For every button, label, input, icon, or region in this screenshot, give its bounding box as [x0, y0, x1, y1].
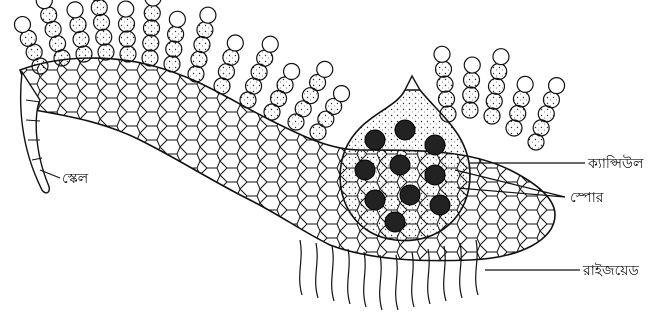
rhizoid: [316, 243, 318, 298]
spore: [355, 160, 375, 180]
filament: [142, 0, 161, 66]
spore: [365, 130, 385, 150]
capsule-label: ক্যাপ্সিউল: [587, 155, 644, 172]
filament: [462, 57, 480, 118]
spore: [365, 190, 385, 210]
spore: [425, 135, 445, 155]
filament: [484, 49, 509, 124]
spore: [395, 120, 415, 140]
filament: [528, 78, 565, 150]
filament: [188, 7, 216, 82]
scale-label: স্কেল: [62, 171, 89, 187]
filament: [506, 76, 533, 136]
filament: [214, 35, 243, 94]
filament: [118, 1, 136, 62]
rhizoid: [348, 249, 350, 304]
filament: [264, 63, 300, 120]
filament: [164, 11, 185, 72]
filament: [14, 17, 48, 74]
spore: [430, 195, 450, 215]
rhizoid: [364, 252, 366, 307]
rhizoid: [300, 240, 302, 295]
spore: [390, 155, 410, 175]
filament: [89, 0, 114, 60]
spore: [400, 185, 420, 205]
spore: [425, 165, 445, 185]
rhizoid: [332, 246, 334, 301]
thallus-body: [0, 40, 600, 280]
rhizoid: [396, 255, 398, 310]
rhizoid: [380, 255, 382, 310]
filament: [67, 2, 92, 62]
spore-label: স্পোর: [570, 190, 604, 206]
rhizoid-label: রাইজয়েড: [582, 262, 639, 279]
spore: [385, 212, 405, 232]
